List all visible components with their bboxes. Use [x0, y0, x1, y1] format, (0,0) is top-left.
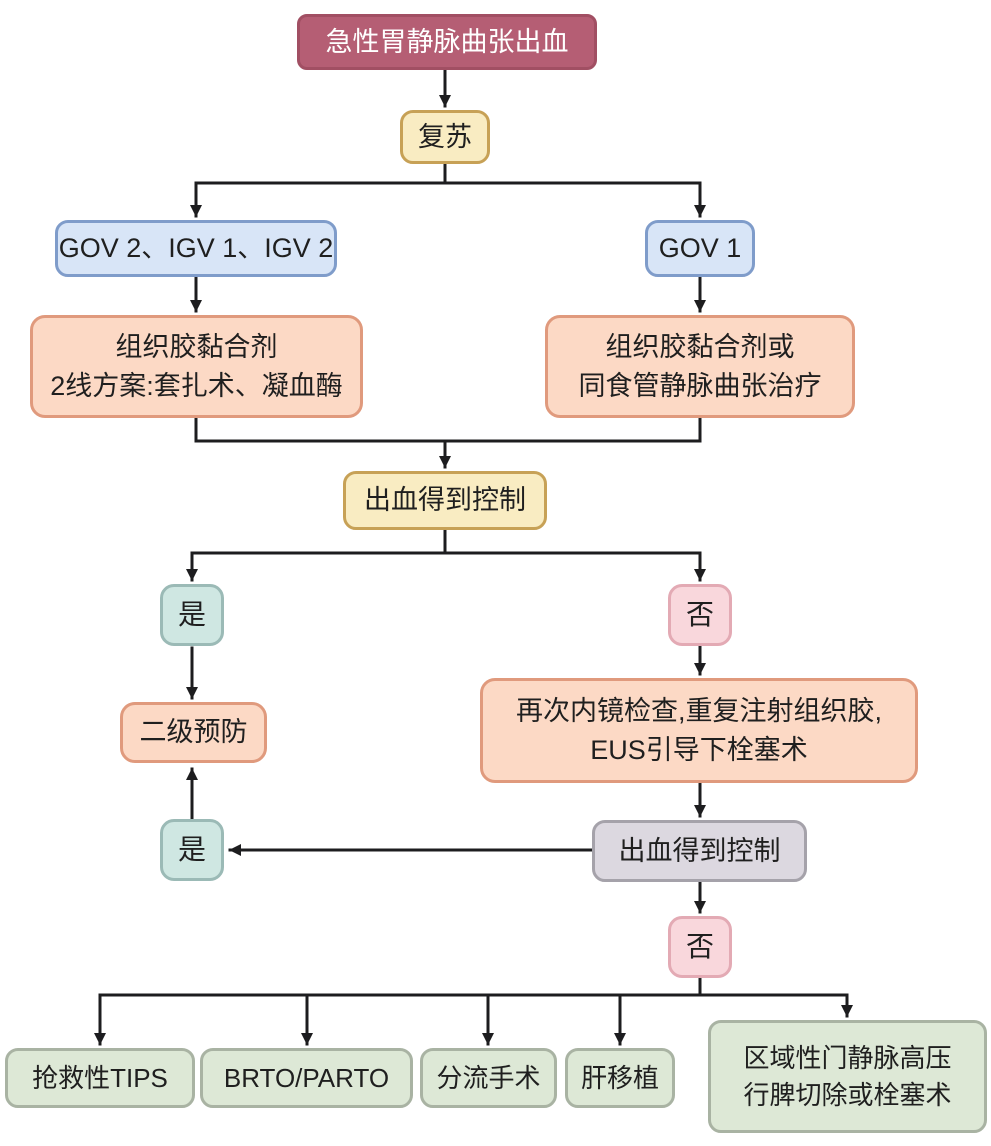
node-shunt-surgery: 分流手术: [420, 1048, 557, 1108]
node-line-1: 组织胶黏合剂或: [605, 332, 795, 363]
node-resuscitation: 复苏: [400, 110, 490, 164]
node-yes-2: 是: [160, 819, 224, 881]
node-line-2: EUS引导下栓塞术: [590, 734, 808, 765]
node-gov2-igv1-igv2: GOV 2、IGV 1、IGV 2: [55, 220, 337, 277]
node-line-2: 同食管静脉曲张治疗: [578, 370, 822, 401]
node-bleeding-controlled-2: 出血得到控制: [592, 820, 807, 882]
node-secondary-prevention: 二级预防: [120, 702, 267, 763]
node-rescue-tips: 抢救性TIPS: [5, 1048, 195, 1108]
node-yes-1: 是: [160, 584, 224, 646]
node-line-2: 行脾切除或栓塞术: [743, 1079, 952, 1110]
node-repeat-endoscopy: 再次内镜检查,重复注射组织胶, EUS引导下栓塞术: [480, 678, 918, 783]
node-no-2: 否: [668, 916, 732, 978]
node-no-1: 否: [668, 584, 732, 646]
node-line-1: 组织胶黏合剂: [115, 332, 278, 363]
node-regional-portal-hypertension: 区域性门静脉高压 行脾切除或栓塞术: [708, 1020, 987, 1133]
node-line-2: 2线方案:套扎术、凝血酶: [50, 370, 343, 401]
node-bleeding-controlled-1: 出血得到控制: [343, 471, 547, 530]
node-line-1: 再次内镜检查,重复注射组织胶,: [515, 696, 882, 727]
node-brto-parto: BRTO/PARTO: [200, 1048, 413, 1108]
node-gov1: GOV 1: [645, 220, 755, 277]
node-tissue-glue-left: 组织胶黏合剂 2线方案:套扎术、凝血酶: [30, 315, 363, 418]
node-tissue-glue-right: 组织胶黏合剂或 同食管静脉曲张治疗: [545, 315, 855, 418]
node-liver-transplant: 肝移植: [565, 1048, 675, 1108]
node-acute-gastric-variceal-bleeding: 急性胃静脉曲张出血: [297, 14, 597, 70]
node-line-1: 区域性门静脉高压: [743, 1042, 952, 1073]
